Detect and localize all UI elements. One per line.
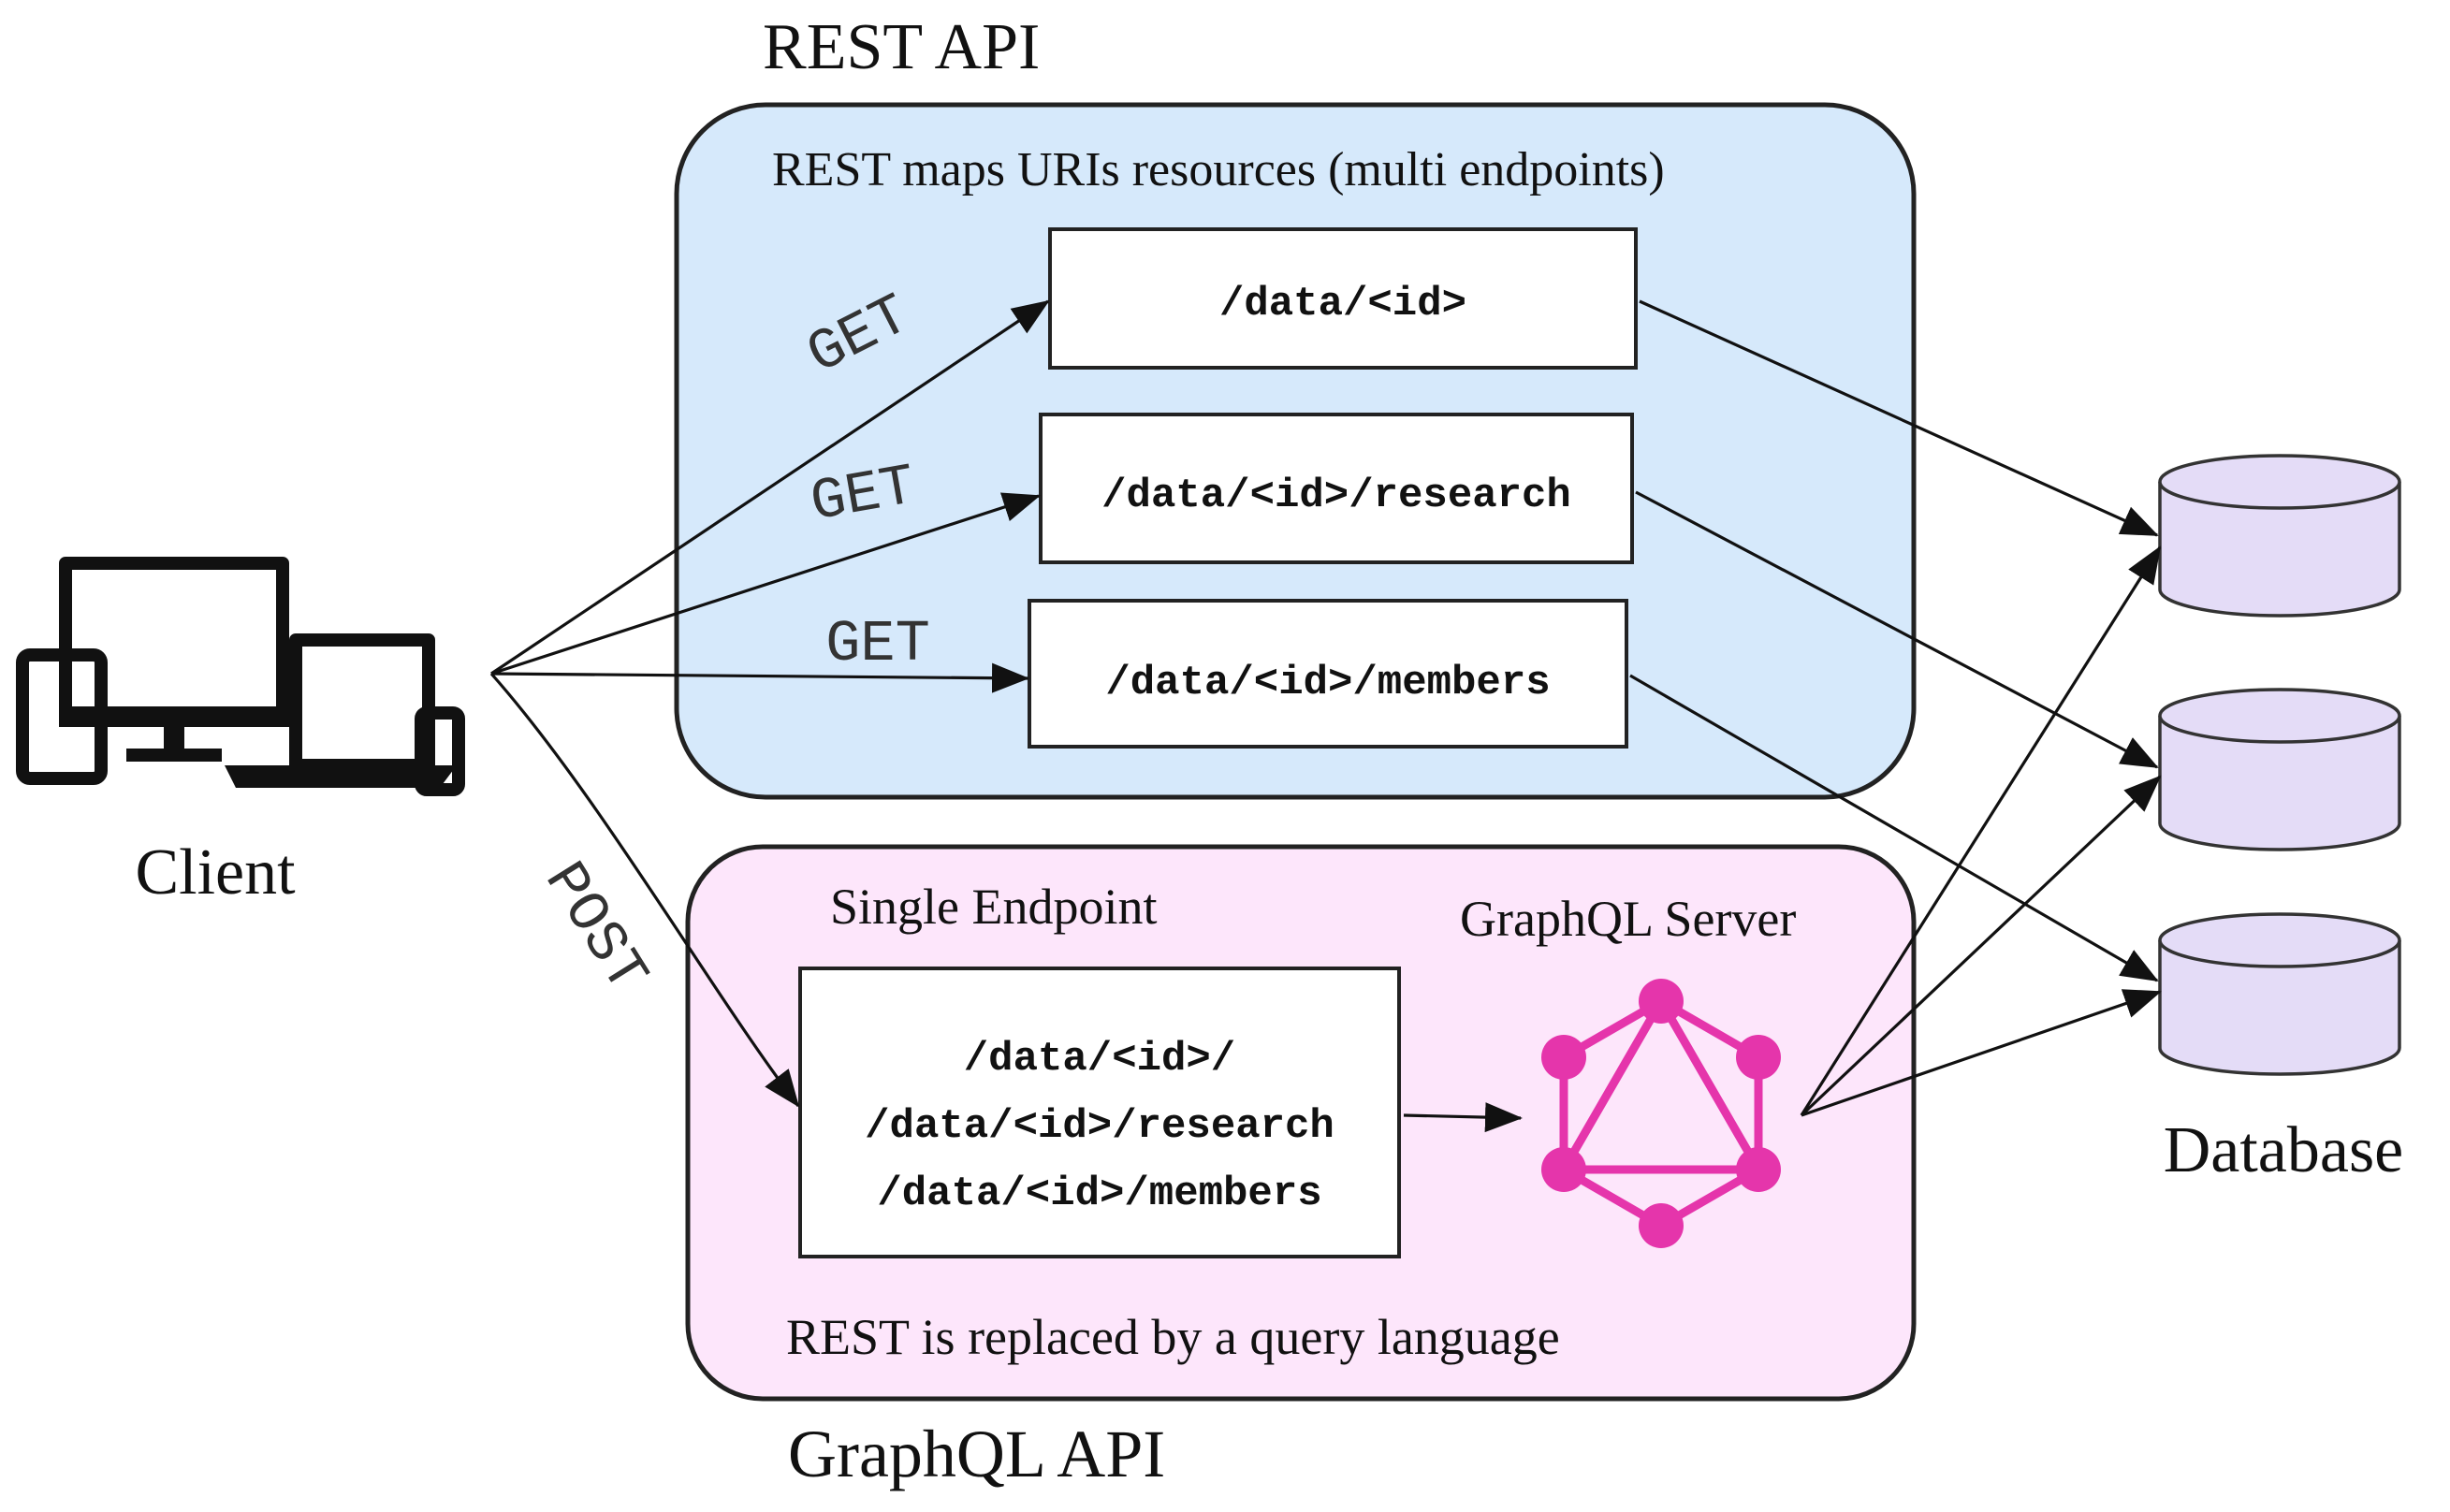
arrow-client-to-endpoint-1 [490,299,1050,676]
arrow-endpoint-1-to-db-1 [1639,299,2159,537]
arrow-endpoint-3-to-db-3 [1629,674,2159,982]
graphql-logo-icon [1541,979,1781,1248]
logo-nodes [1541,979,1781,1248]
endpoint-line-2: /data/<id>/research [865,1103,1334,1150]
method-label-get-3: GET [825,611,930,677]
rest-panel-caption: REST maps URIs resources (multi endpoint… [772,143,1665,196]
graphql-api-title: GraphQL API [788,1417,1165,1491]
endpoint-box [1039,413,1634,564]
arrow-endpoint-to-server [1403,1102,1523,1133]
endpoint-path: /data/<id> [1219,281,1466,327]
logo-triangle [1559,996,1763,1174]
arrow-server-to-db-3 [1801,989,2162,1117]
endpoint-path: /data/<id>/research [1101,472,1571,519]
arrow-client-to-graphql [489,672,800,1108]
client-label: Client [135,836,296,909]
rest-endpoint-3: /data/<id>/members [1028,599,1628,749]
endpoint-box [1028,599,1628,749]
arrow-client-to-endpoint-3 [490,662,1029,693]
database-cylinder-1 [2158,454,2401,618]
rest-api-title: REST API [763,11,1040,83]
arrow-server-to-db-1 [1800,545,2162,1116]
arrow-server-to-db-2 [1800,775,2162,1117]
database-cylinder-2 [2158,688,2401,851]
devices-icon [16,557,465,796]
rest-endpoint-2: /data/<id>/research [1039,413,1634,564]
database-cylinder-3 [2158,912,2401,1076]
endpoint-line-3: /data/<id>/members [877,1170,1321,1217]
endpoint-line-1: /data/<id>/ [964,1036,1235,1083]
graphql-panel-caption: REST is replaced by a query language [786,1309,1560,1365]
arrow-endpoint-2-to-db-2 [1635,490,2159,769]
graphql-endpoint: /data/<id>/ /data/<id>/research /data/<i… [798,967,1401,1258]
endpoint-box [798,967,1401,1258]
arrow-client-to-endpoint-2 [490,492,1041,676]
graphql-server-label: GraphQL Server [1460,891,1796,947]
database-label: Database [2164,1114,2404,1186]
single-endpoint-label: Single Endpoint [830,879,1158,935]
endpoint-box [1048,227,1638,370]
rest-endpoint-1: /data/<id> [1048,227,1638,370]
endpoint-path: /data/<id>/members [1105,660,1550,706]
